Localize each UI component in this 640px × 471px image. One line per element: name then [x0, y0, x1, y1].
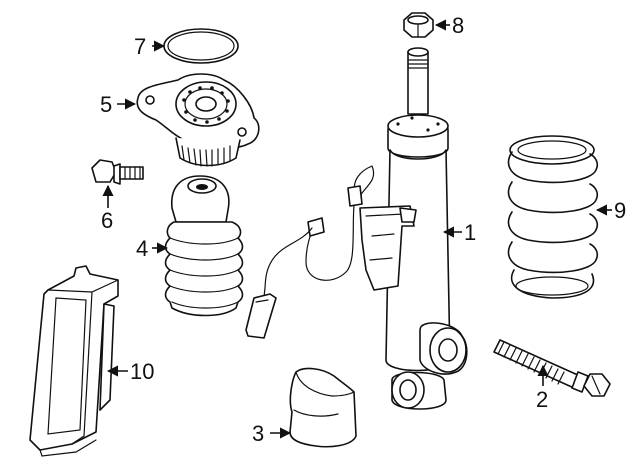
shock-absorber-part	[245, 47, 468, 410]
callout-1: 1	[442, 220, 476, 245]
callout-9-label: 9	[614, 198, 626, 223]
callout-4: 4	[136, 236, 169, 261]
cover-panel-part	[29, 265, 119, 457]
callout-8: 8	[434, 13, 464, 38]
upper-mount-part	[136, 73, 260, 167]
callout-7: 7	[134, 34, 166, 59]
dust-boot-part	[164, 175, 244, 317]
callout-6: 6	[101, 184, 114, 233]
callout-5-label: 5	[100, 92, 112, 117]
coil-spring-part	[507, 135, 599, 299]
callout-4-label: 4	[136, 236, 148, 261]
nut-part	[403, 12, 434, 38]
callout-9: 9	[595, 198, 626, 223]
mount-bolt-part	[91, 159, 144, 185]
callout-3: 3	[252, 421, 292, 446]
callout-2-label: 2	[536, 387, 548, 412]
callout-5: 5	[100, 92, 137, 117]
callout-8-label: 8	[452, 13, 464, 38]
callout-3-label: 3	[252, 421, 264, 446]
callout-2: 2	[536, 364, 549, 412]
callout-10-label: 10	[130, 359, 154, 384]
seal-ring-part	[163, 28, 239, 64]
callout-10: 10	[106, 359, 154, 384]
callout-7-label: 7	[134, 34, 146, 59]
shield-part	[289, 367, 357, 448]
callout-1-label: 1	[464, 220, 476, 245]
mounting-bolt-part	[493, 339, 611, 397]
callout-6-label: 6	[101, 208, 113, 233]
